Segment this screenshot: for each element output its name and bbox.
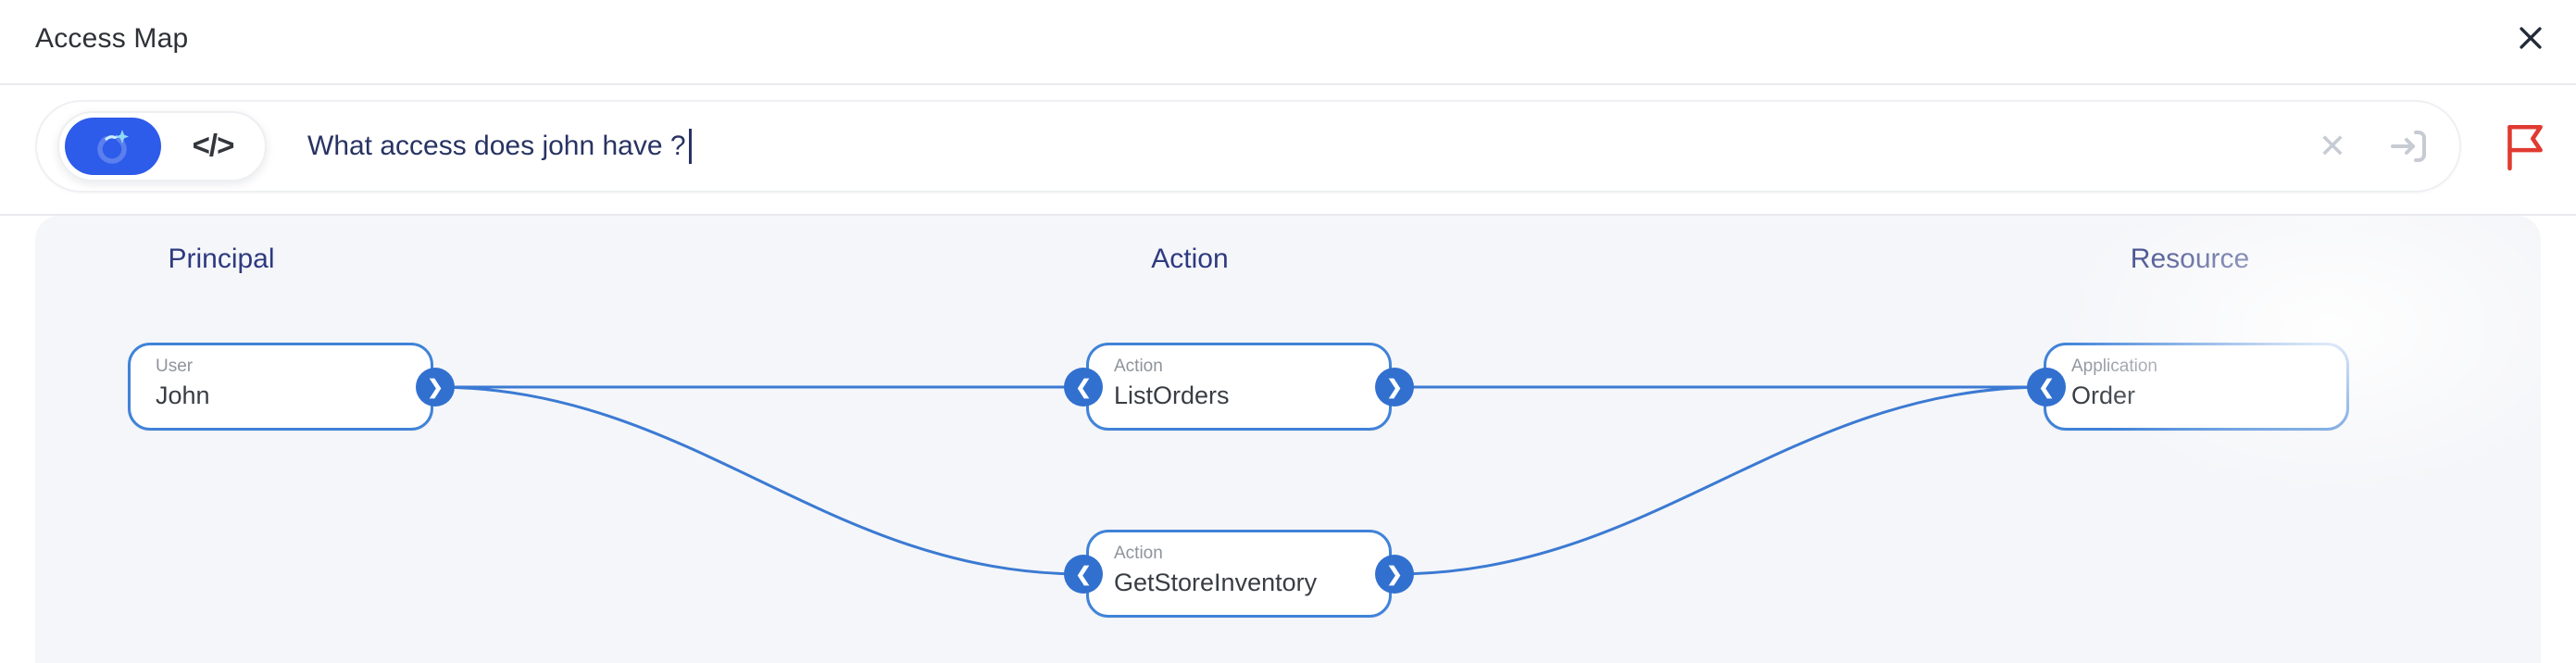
query-mode-toggle: </> <box>57 111 267 181</box>
text-cursor <box>688 129 692 164</box>
port-out-john: ❯ <box>416 368 455 407</box>
query-text: What access does john have ? <box>307 131 686 161</box>
node-user-john[interactable]: User John <box>128 343 433 431</box>
search-divider <box>0 214 2576 216</box>
column-header-resource: Resource <box>2130 244 2250 274</box>
close-button[interactable] <box>2505 12 2557 64</box>
query-bar-section: </> What access does john have ? ✕ <box>0 85 2576 214</box>
edge-getstoreinventory-order <box>1394 385 2047 576</box>
access-map-canvas[interactable]: Principal Action Resource User John Acti… <box>35 216 2541 663</box>
page-title: Access Map <box>35 23 189 54</box>
node-name-label: John <box>156 382 210 409</box>
enter-arrow-icon <box>2391 131 2426 162</box>
node-application-order[interactable]: Application Order <box>2044 343 2349 431</box>
report-flag-button[interactable] <box>2498 117 2550 176</box>
node-action-listorders[interactable]: Action ListOrders <box>1086 343 1392 431</box>
clear-query-button[interactable]: ✕ <box>2318 127 2346 165</box>
port-out-getstoreinventory: ❯ <box>1375 555 1414 594</box>
column-header-principal: Principal <box>168 244 275 274</box>
node-name-label: ListOrders <box>1114 382 1230 409</box>
node-type-label: Action <box>1114 544 1163 563</box>
header-divider <box>0 83 2576 85</box>
query-input-container: </> What access does john have ? ✕ <box>35 100 2461 193</box>
node-name-label: GetStoreInventory <box>1114 569 1318 596</box>
flag-icon <box>2507 124 2543 171</box>
ai-mode-button[interactable] <box>65 118 161 175</box>
header-bar: Access Map <box>0 0 2576 83</box>
node-type-label: Action <box>1114 357 1163 376</box>
edge-john-getstoreinventory <box>434 385 1084 576</box>
query-input[interactable]: What access does john have ? <box>307 102 2319 191</box>
submit-query-button[interactable] <box>2387 124 2432 169</box>
column-header-action: Action <box>1151 244 1229 274</box>
node-type-label: Application <box>2071 357 2157 376</box>
close-icon <box>2520 27 2542 49</box>
port-out-listorders: ❯ <box>1375 368 1414 407</box>
node-name-label: Order <box>2071 382 2136 409</box>
node-type-label: User <box>156 357 194 376</box>
port-in-getstoreinventory: ❮ <box>1064 555 1103 594</box>
node-action-getstoreinventory[interactable]: Action GetStoreInventory <box>1086 530 1392 618</box>
port-in-listorders: ❮ <box>1064 368 1103 407</box>
ai-sparkle-icon <box>97 130 129 164</box>
port-in-order: ❮ <box>2027 368 2066 407</box>
code-mode-button[interactable]: </> <box>192 127 235 162</box>
